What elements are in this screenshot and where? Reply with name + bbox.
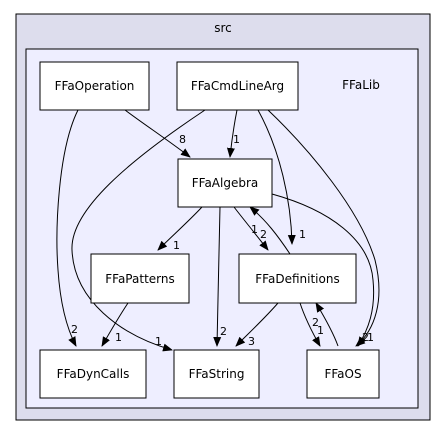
edge-ffadefinitions-ffaos xyxy=(299,302,321,347)
node-ffapatterns[interactable]: FFaPatterns xyxy=(90,253,190,304)
node-label: FFaCmdLineArg xyxy=(191,79,284,93)
edge-label: 3 xyxy=(248,335,255,348)
edge-label: 1 xyxy=(173,239,180,252)
edge-ffaalgebra-ffadefinitions xyxy=(233,206,269,251)
node-ffaos[interactable]: FFaOS xyxy=(306,349,380,399)
node-ffadefinitions[interactable]: FFaDefinitions xyxy=(238,253,357,304)
edge-ffacmdlinearg-ffaos xyxy=(267,109,380,347)
edge-ffaalgebra-ffapatterns xyxy=(157,206,203,251)
edge-label: 1 xyxy=(233,133,240,146)
edge-label: 1 xyxy=(155,335,162,348)
edge-label: 1 xyxy=(115,331,122,344)
edge-ffaalgebra-ffaos xyxy=(271,193,375,347)
edge-label: 8 xyxy=(179,133,186,146)
node-label: FFaDynCalls xyxy=(57,367,130,381)
edge-ffaos-ffadefinitions xyxy=(315,302,339,347)
edge-label: 1 xyxy=(367,331,374,344)
node-label: FFaOS xyxy=(324,367,361,381)
nodes: FFaOperation FFaCmdLineArg FFaAlgebra FF… xyxy=(39,61,380,399)
node-label: FFaPatterns xyxy=(105,272,174,286)
edge-ffapatterns-ffadyncalls xyxy=(101,302,129,347)
edge-label: 1 xyxy=(317,324,324,337)
cluster-src-label: src xyxy=(214,21,232,35)
node-ffacmdlinearg[interactable]: FFaCmdLineArg xyxy=(176,61,299,111)
edge-label: 2 xyxy=(71,323,78,336)
node-label: FFaAlgebra xyxy=(192,176,259,190)
edge-ffadefinitions-ffastring xyxy=(235,302,279,347)
edge-ffaoperation-ffadyncalls xyxy=(56,109,79,347)
edge-ffacmdlinearg-ffastring xyxy=(71,109,206,352)
node-ffastring[interactable]: FFaString xyxy=(173,349,260,399)
cluster-ffalib-label: FFaLib xyxy=(342,78,380,92)
edge-label: 2 xyxy=(260,228,267,241)
node-ffaoperation[interactable]: FFaOperation xyxy=(39,61,150,111)
edge-label: 2 xyxy=(362,331,369,344)
edge-ffaoperation-ffaalgebra xyxy=(124,109,191,158)
edge-ffacmdlinearg-ffadefinitions xyxy=(257,109,296,245)
node-label: FFaOperation xyxy=(55,79,135,93)
edges xyxy=(56,109,380,352)
node-ffaalgebra[interactable]: FFaAlgebra xyxy=(177,158,273,208)
edge-ffaalgebra-ffastring xyxy=(213,206,222,347)
edge-ffadefinitions-ffaalgebra xyxy=(249,206,291,255)
edge-ffacmdlinearg-ffaalgebra xyxy=(226,109,238,158)
edge-labels: 8 2 1 1 1 1 1 2 2 2 1 3 1 2 1 xyxy=(71,133,374,348)
edge-label: 1 xyxy=(251,223,258,236)
node-label: FFaDefinitions xyxy=(255,272,339,286)
edge-label: 2 xyxy=(312,316,319,329)
node-label: FFaString xyxy=(189,367,245,381)
edge-label: 2 xyxy=(220,325,227,338)
node-ffadyncalls[interactable]: FFaDynCalls xyxy=(39,349,147,399)
edge-label: 1 xyxy=(299,228,306,241)
